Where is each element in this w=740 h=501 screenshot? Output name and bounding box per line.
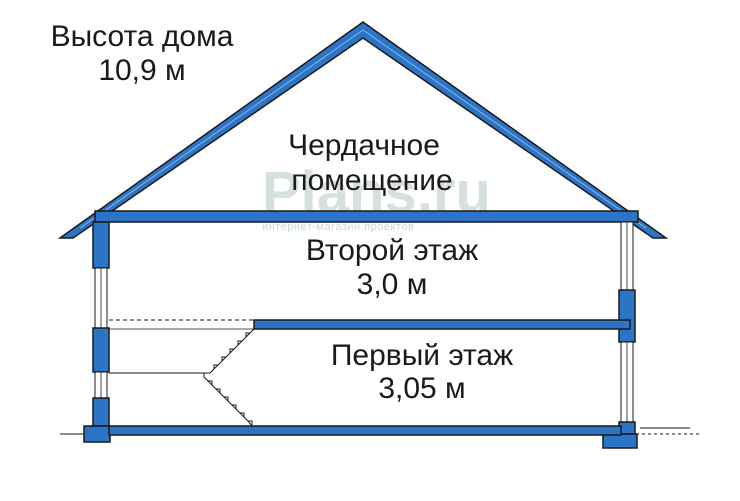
house-height-title: Высота дома [51, 20, 234, 53]
stair-flight-lower [203, 373, 262, 427]
roof-rafters [57, 21, 669, 239]
attic-label-line2: помещение [291, 164, 452, 197]
second-floor-height: 3,0 м [357, 268, 428, 301]
left-foundation [83, 425, 111, 443]
right-wall-pier [618, 289, 636, 343]
left-wall-pier-bottom [92, 397, 110, 427]
staircase [109, 328, 262, 427]
second-floor-slab [253, 319, 631, 330]
attic-floor-slab [94, 210, 639, 223]
roof [57, 21, 669, 239]
first-floor-slab [108, 425, 622, 436]
first-floor-height: 3,05 м [378, 372, 465, 405]
left-wall-pier-top [92, 221, 110, 269]
house-height-value: 10,9 м [98, 54, 185, 87]
left-wall-pier-middle [92, 327, 110, 373]
attic-label-line1: Чердачное [288, 129, 440, 162]
first-floor-name: Первый этаж [331, 339, 513, 372]
right-wall [602, 221, 638, 449]
watermark-tagline: интернет-магазин проектов [262, 221, 414, 233]
second-floor-name: Второй этаж [306, 234, 478, 267]
left-wall [83, 221, 111, 443]
right-foundation [602, 433, 638, 449]
